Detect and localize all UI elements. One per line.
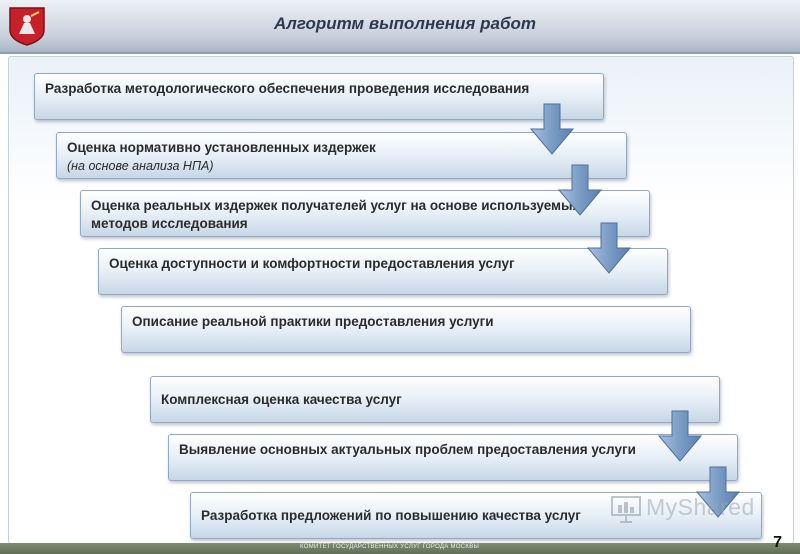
step-8-title: Разработка предложений по повышению каче… <box>201 508 581 523</box>
step-2-note: (на основе анализа НПА) <box>67 159 214 173</box>
step-7-title: Выявление основных актуальных проблем пр… <box>179 442 636 457</box>
step-2: Оценка нормативно установленных издержек… <box>56 132 627 179</box>
step-8: Разработка предложений по повышению каче… <box>190 492 762 539</box>
page-number: 7 <box>773 534 782 551</box>
down-arrow-icon <box>558 164 602 216</box>
step-2-title: Оценка нормативно установленных издержек <box>67 140 376 155</box>
step-1: Разработка методологического обеспечения… <box>34 73 604 120</box>
down-arrow-icon <box>530 103 574 155</box>
step-5-title: Описание реальной практики предоставлени… <box>132 314 494 329</box>
down-arrow-icon <box>587 222 631 274</box>
moscow-coat-of-arms-icon <box>9 7 45 46</box>
footer-text: КОМИТЕТ ГОСУДАРСТВЕННЫХ УСЛУГ ГОРОДА МОС… <box>300 544 480 550</box>
down-arrow-icon <box>696 466 740 518</box>
presentation-icon <box>611 496 641 523</box>
step-5: Описание реальной практики предоставлени… <box>121 306 691 353</box>
page-title: Алгоритм выполнения работ <box>274 14 536 33</box>
step-4-title: Оценка доступности и комфортности предос… <box>109 256 515 271</box>
watermark: MyShared <box>606 492 766 526</box>
step-1-title: Разработка методологического обеспечения… <box>45 81 530 96</box>
step-4: Оценка доступности и комфортности предос… <box>98 248 668 295</box>
slide-header: Алгоритм выполнения работ <box>0 0 800 54</box>
step-6: Комплексная оценка качества услуг <box>150 376 720 423</box>
step-7: Выявление основных актуальных проблем пр… <box>168 434 738 481</box>
step-3: Оценка реальных издержек получателей усл… <box>80 190 650 237</box>
step-3-title: Оценка реальных издержек получателей усл… <box>91 198 581 231</box>
watermark-text: MyShared <box>646 494 755 520</box>
down-arrow-icon <box>658 410 702 462</box>
step-6-title: Комплексная оценка качества услуг <box>161 392 402 407</box>
footer-bar: КОМИТЕТ ГОСУДАРСТВЕННЫХ УСЛУГ ГОРОДА МОС… <box>0 543 800 554</box>
